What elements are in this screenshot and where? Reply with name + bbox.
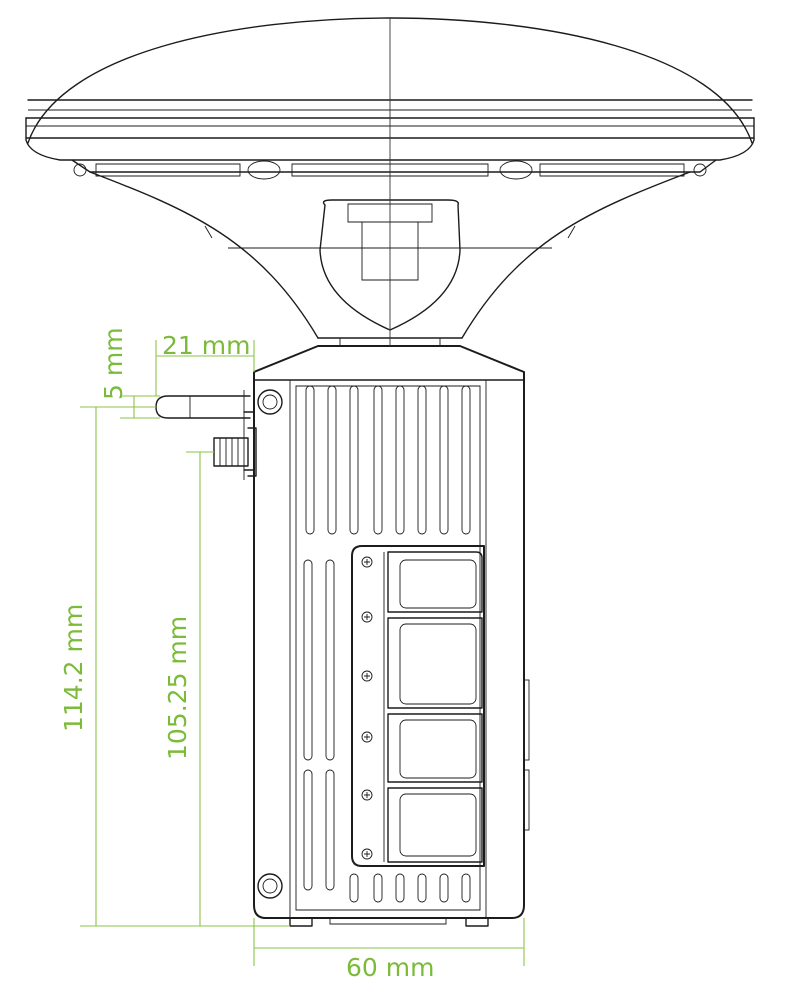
mounting-holes <box>257 389 283 899</box>
port-slots <box>387 551 483 863</box>
dimension-label-60mm: 60 mm <box>346 953 434 982</box>
bottom-vent-slots <box>349 873 471 903</box>
dimension-label-21mm: 21 mm <box>162 331 250 360</box>
dimension-label-105-25mm: 105.25 mm <box>163 616 192 760</box>
dimension-label-5mm: 5 mm <box>99 327 128 400</box>
dimension-label-114-2mm: 114.2 mm <box>59 604 88 732</box>
housing <box>253 345 530 927</box>
dimension-lines <box>80 340 525 966</box>
connector-panel <box>351 545 485 867</box>
top-vent-slots <box>305 385 471 535</box>
dimension-labels: 21 mm 5 mm 114.2 mm 105.25 mm 60 mm <box>59 327 434 982</box>
side-connector <box>213 427 257 477</box>
panel-screws <box>361 556 373 860</box>
side-vent-slots <box>303 559 335 891</box>
